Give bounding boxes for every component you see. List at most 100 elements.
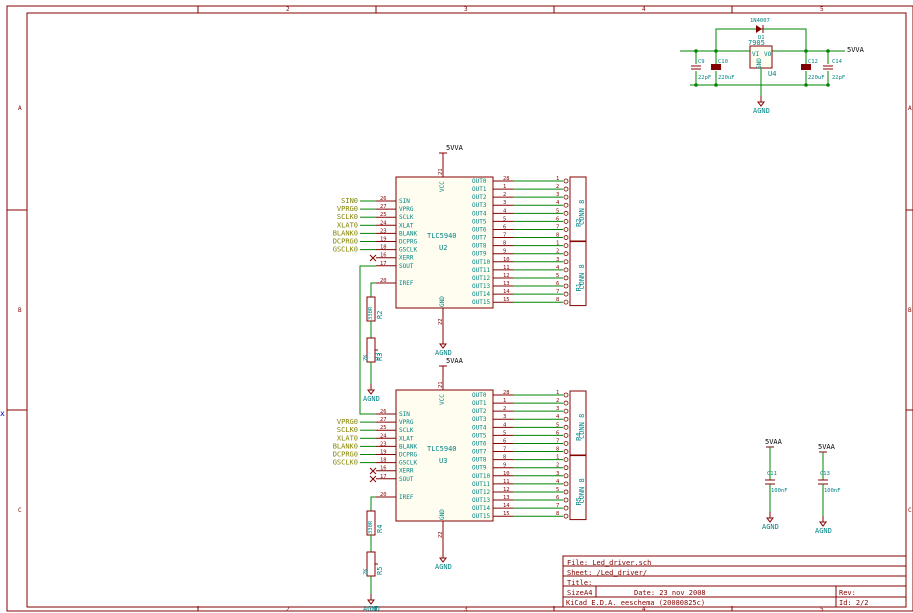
net-label: DCPRG0 [333, 238, 358, 246]
net-label: XLAT0 [337, 434, 358, 442]
connector-pin [563, 235, 569, 240]
input-pin-name: DCPRG [399, 239, 417, 246]
input-pin-num: 27 [380, 417, 387, 423]
output-pin-name: OUT13 [472, 497, 490, 504]
ground-arrow [766, 517, 774, 523]
output-pin-num: 15 [503, 297, 510, 303]
net-label: SCLK0 [337, 426, 358, 434]
output-pin-num: 13 [503, 281, 510, 287]
inner-border [26, 12, 907, 608]
output-pin-num: 9 [503, 249, 506, 255]
output-pin-num: 28 [503, 176, 510, 182]
connector-ref: P1 [575, 283, 583, 291]
output-pin-name: OUT12 [472, 489, 490, 496]
connector-pin-num: 2 [556, 398, 559, 404]
output-pin-name: OUT7 [472, 449, 487, 456]
vcc-pin-num: 21 [438, 168, 444, 175]
output-pin-num: 2 [503, 192, 506, 198]
agnd-label: AGND [753, 107, 770, 115]
agnd-label: AGND [435, 349, 452, 357]
cap-ref: C12 [808, 59, 818, 65]
ic-ref: U2 [439, 244, 447, 252]
decap-net: 5VAA [818, 443, 836, 451]
output-pin-name: OUT2 [472, 408, 487, 415]
connector-pin [563, 243, 569, 249]
connector-pin [563, 416, 569, 422]
input-pin-name: XLAT [399, 435, 414, 442]
connector-pin [563, 505, 569, 511]
connector-ref: P4 [575, 433, 583, 441]
col-label-top: 5 [820, 6, 824, 13]
cap-ref: C10 [718, 59, 728, 65]
input-pin-name: XLAT [399, 222, 414, 229]
reg-pin-vi: VI [752, 51, 760, 58]
resistor-value: 330R [368, 306, 374, 320]
gnd-pin-num: 22 [438, 531, 444, 538]
iref-pin-num: 20 [380, 492, 387, 498]
col-label-bottom: 2 [286, 606, 290, 613]
cap-value: 22pF [698, 75, 711, 81]
output-pin-num: 1 [503, 184, 506, 190]
input-pin-num: 16 [380, 253, 387, 259]
col-label-bottom: 5 [820, 606, 824, 613]
output-pin-name: OUT4 [472, 210, 487, 217]
output-pin-name: OUT4 [472, 424, 487, 431]
output-pin-num: 13 [503, 495, 510, 501]
input-pin-num: 17 [380, 261, 387, 267]
output-pin-num: 10 [503, 257, 510, 263]
p3-ref: P3 [374, 353, 382, 361]
resistor-ref: R2 [376, 311, 384, 319]
row-label-left: C [18, 507, 22, 514]
electrolytic-body [801, 64, 811, 70]
connector-pin [563, 408, 569, 414]
cap-value: 220uF [718, 75, 735, 81]
output-pin-num: 12 [503, 273, 510, 279]
connector-pin [563, 392, 569, 398]
input-pin-num: 18 [380, 245, 387, 251]
pot-value: 2K [363, 354, 369, 361]
input-pin-num: 27 [380, 204, 387, 210]
output-pin-name: OUT3 [472, 416, 487, 423]
col-label-bottom: 3 [464, 606, 468, 613]
input-pin-name: XERR [399, 468, 414, 475]
input-pin-name: GSCLK [399, 460, 417, 467]
net-label: GSCLK0 [333, 246, 358, 254]
connector-pin [563, 227, 569, 232]
net-label: SIN0 [341, 197, 358, 205]
connector-pin-num: 3 [556, 192, 559, 198]
connector-pin [563, 432, 569, 438]
agnd-label: AGND [363, 395, 380, 403]
junction-dot [694, 49, 698, 53]
input-pin-name: SOUT [399, 263, 414, 270]
vcc-pin-name: VCC [439, 394, 446, 405]
ic-ground: AGND [435, 552, 452, 571]
connector-pin [563, 497, 569, 503]
output-pin-num: 6 [503, 438, 506, 444]
connector-pin-num: 3 [556, 471, 559, 477]
junction-dot [804, 49, 808, 53]
connector-pin-num: 4 [556, 200, 560, 206]
connector-pin-num: 6 [556, 430, 559, 436]
output-pin-num: 5 [503, 430, 506, 436]
connector-pin-num: 8 [556, 447, 559, 453]
connector-pin [563, 210, 569, 216]
output-pin-name: OUT6 [472, 226, 487, 233]
off-sheet-marker: x [0, 409, 5, 418]
output-pin-num: 14 [503, 289, 510, 295]
output-pin-num: 28 [503, 390, 510, 396]
agnd-label: AGND [815, 527, 832, 535]
output-pin-name: OUT8 [472, 457, 487, 464]
output-pin-name: OUT0 [472, 392, 487, 399]
connector-pin-num: 6 [556, 495, 559, 501]
output-pin-name: OUT10 [472, 473, 490, 480]
title-size-label: Size [567, 589, 584, 597]
output-pin-num: 5 [503, 216, 506, 222]
connector-pin-num: 4 [556, 479, 560, 485]
net-label: SCLK0 [337, 213, 358, 221]
net-label: XLAT0 [337, 221, 358, 229]
input-pin-name: BLANK [399, 230, 417, 237]
connector-pin-num: 5 [556, 422, 559, 428]
